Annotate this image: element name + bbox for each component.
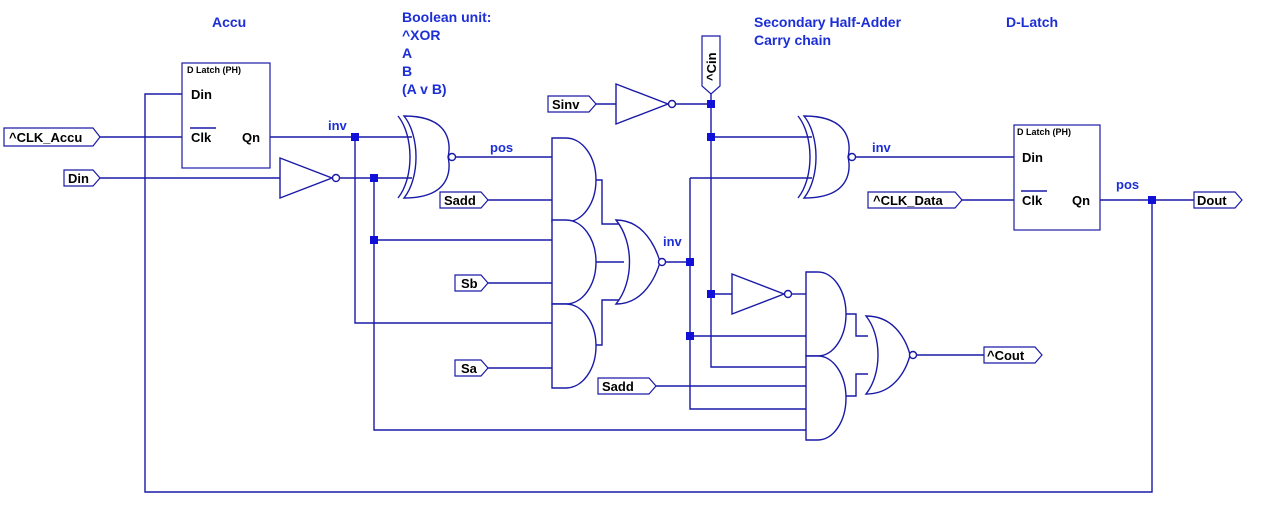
svg-text:Dout: Dout [1197,193,1227,208]
net-label-pos: pos [1116,177,1139,192]
svg-text:^Cin: ^Cin [704,52,719,81]
nor-gate-1 [614,219,667,305]
svg-text:Sb: Sb [461,276,478,291]
and-gate-2 [551,219,597,305]
xor-gate-2 [797,115,857,199]
port-sadd-top: Sadd [439,191,489,209]
junction-dot [707,290,715,298]
port-din: Din [63,169,101,187]
inverter-sinv [615,82,677,126]
port-cin: ^Cin [701,35,721,95]
junction-dot [370,174,378,182]
and-gate-carry-2 [805,355,847,441]
svg-text:Sinv: Sinv [552,97,580,112]
port-sa: Sa [454,359,489,377]
junction-dot [707,100,715,108]
latch-accu-clk: Clk [191,130,212,145]
heading-boolean-b: B [402,63,412,79]
and-gate-3 [551,303,597,389]
port-sb: Sb [454,274,489,292]
heading-boolean-xor: ^XOR [402,27,441,43]
port-dout: Dout [1193,191,1243,209]
svg-text:Din: Din [68,171,89,186]
latch-data-qn: Qn [1072,193,1090,208]
inverter-din [279,156,341,200]
latch-accu-title: D Latch (PH) [187,65,241,75]
junction-dot [686,332,694,340]
latch-accu-qn: Qn [242,130,260,145]
heading-boolean-a: A [402,45,412,61]
junction-dot [1148,196,1156,204]
nor-gate-carry [864,315,918,395]
junction-dot [370,236,378,244]
wires [100,93,1194,493]
junction-dot [707,133,715,141]
latch-data-title: D Latch (PH) [1017,127,1071,137]
inverter-carry [731,272,793,316]
junction-dot [351,133,359,141]
port-cout: ^Cout [983,346,1043,364]
and-gate-1 [551,137,597,223]
latch-accu: D Latch (PH) Din Clk Qn [181,62,271,169]
latch-data: D Latch (PH) Din Clk Qn [1013,124,1101,231]
port-clk-accu: ^CLK_Accu [3,127,101,147]
svg-text:^CLK_Data: ^CLK_Data [873,193,943,208]
latch-data-clk: Clk [1022,193,1043,208]
port-clk-data: ^CLK_Data [867,191,963,209]
heading-accu: Accu [212,14,246,30]
net-label-pos: pos [490,140,513,155]
latch-data-din: Din [1022,150,1043,165]
port-sinv: Sinv [547,95,597,113]
junctions [351,100,1156,340]
heading-boolean-title: Boolean unit: [402,9,491,25]
xor-gate-1 [397,115,457,199]
svg-text:Sadd: Sadd [444,193,476,208]
net-label-inv: inv [663,234,683,249]
svg-text:^CLK_Accu: ^CLK_Accu [9,130,82,145]
latch-accu-din: Din [191,87,212,102]
svg-text:Sa: Sa [461,361,478,376]
junction-dot [686,258,694,266]
svg-text:Sadd: Sadd [602,379,634,394]
net-label-inv: inv [872,140,892,155]
heading-half-adder: Secondary Half-Adder [754,14,902,30]
port-sadd-bottom: Sadd [597,377,657,395]
heading-carry-chain: Carry chain [754,32,831,48]
and-gate-carry-1 [805,271,847,357]
heading-dlatch: D-Latch [1006,14,1058,30]
heading-boolean-or: (A v B) [402,81,447,97]
svg-text:^Cout: ^Cout [987,348,1025,363]
net-label-inv: inv [328,118,348,133]
